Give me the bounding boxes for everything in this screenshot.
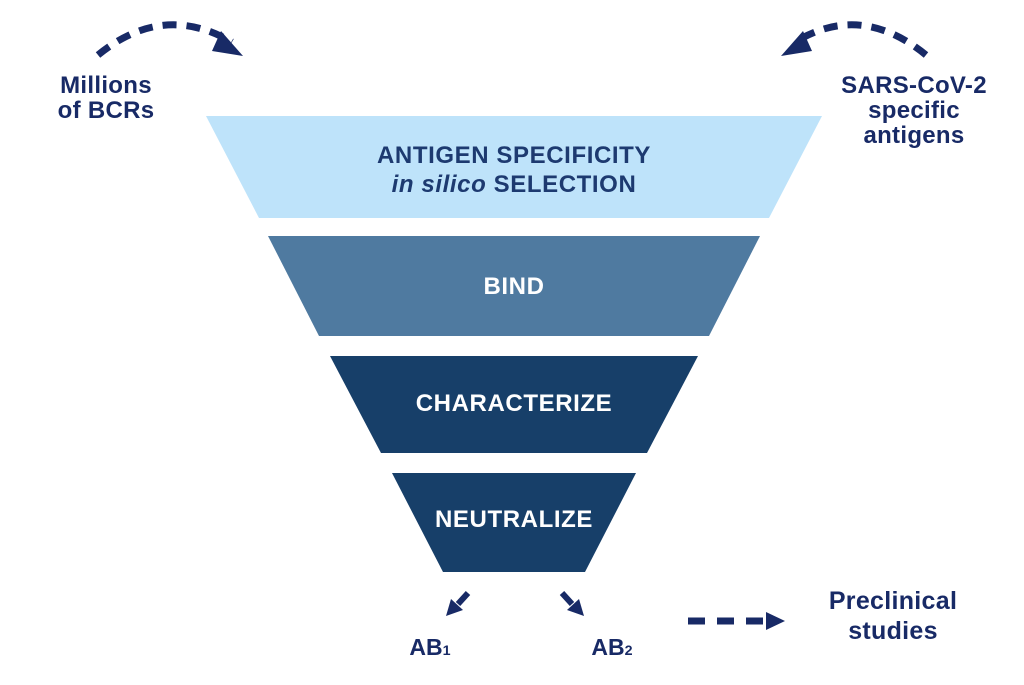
funnel-tier-4-label: NEUTRALIZE <box>435 506 593 533</box>
label-sars-line1: SARS-CoV-2 <box>841 72 987 99</box>
label-ab2-sub: 2 <box>624 643 633 659</box>
funnel-tier-4-shape <box>392 473 636 572</box>
label-millions-line1: Millions <box>60 72 152 99</box>
label-ab2-base: AB <box>591 634 625 660</box>
ab1-arrow-shaft <box>455 590 471 607</box>
ab2-arrowhead-icon <box>567 599 584 616</box>
right-arc-arrowhead-icon <box>781 31 812 56</box>
tier-1-line1: ANTIGEN SPECIFICITY <box>376 142 652 169</box>
left-dashed-arc <box>95 21 234 58</box>
tier-1-line2-rest: SELECTION <box>486 171 637 198</box>
funnel-tier-1-shape <box>206 116 822 218</box>
funnel-tier-2-label: BIND <box>483 273 545 300</box>
label-preclinical-studies: Preclinical studies <box>813 586 973 646</box>
label-millions-of-bcrs: Millions of BCRs <box>26 73 186 123</box>
tier-1-line2: in silico SELECTION <box>264 170 764 199</box>
label-millions-line2: of BCRs <box>57 97 155 124</box>
funnel-tier-3-label: CHARACTERIZE <box>415 390 613 417</box>
label-sars-cov-2-antigens: SARS-CoV-2 specific antigens <box>824 73 1004 148</box>
label-preclinical-line2: studies <box>848 617 938 645</box>
funnel-tier-2-shape <box>268 236 760 336</box>
funnel-tier-1-label: ANTIGEN SPECIFICITY in silico SELECTION <box>264 141 764 199</box>
right-dashed-arc <box>793 21 929 58</box>
label-ab1-base: AB <box>409 634 443 660</box>
label-ab1-sub: 1 <box>442 643 451 659</box>
label-sars-line3: antigens <box>863 122 965 149</box>
label-ab2: AB2 <box>572 636 652 662</box>
tier-1-line2-italic: in silico <box>391 171 487 198</box>
left-arc-arrowhead-icon <box>212 31 243 56</box>
label-ab1: AB1 <box>390 636 470 662</box>
preclinical-arrowhead-icon <box>766 612 785 630</box>
label-sars-line2: specific <box>868 97 960 124</box>
label-preclinical-line1: Preclinical <box>828 587 958 615</box>
ab1-arrowhead-icon <box>446 599 463 616</box>
funnel-tier-3-shape <box>330 356 698 453</box>
ab2-arrow-shaft <box>559 590 575 607</box>
